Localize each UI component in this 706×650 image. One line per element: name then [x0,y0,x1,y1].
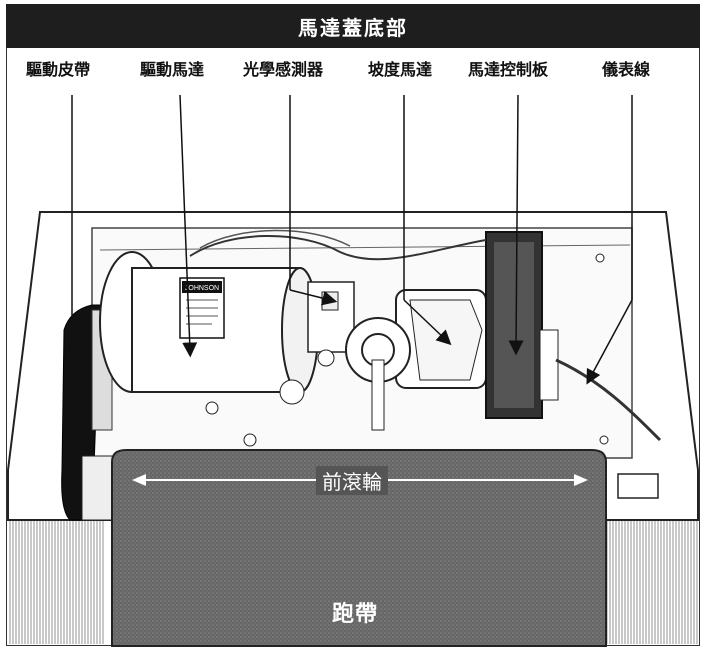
wire-harness [189,234,487,261]
component-labels: 驅動皮帶 驅動馬達 光學感測器 坡度馬達 馬達控制板 儀表線 [0,56,706,86]
diagram-title: 馬達蓋底部 [6,4,700,48]
running-belt [111,449,607,647]
motor-badge-text: JOHNSON [185,285,219,292]
label-console-cable: 儀表線 [602,60,651,79]
label-optical-sensor: 光學感測器 [243,60,324,79]
label-drive-belt: 驅動皮帶 [26,60,91,79]
drive-motor: JOHNSON [99,251,319,405]
side-rail-left [8,520,104,644]
label-incline-motor: 坡度馬達 [368,60,433,79]
leader-drive-motor [179,94,198,358]
label-motor-control-board: 馬達控制板 [468,60,549,79]
side-rail-right [606,520,698,644]
motor-control-board [485,231,559,419]
console-cable [555,358,662,442]
label-drive-motor: 驅動馬達 [140,60,205,79]
front-roller-axle [617,473,659,499]
leader-motor-control-board [508,94,524,356]
label-running-belt: 跑帶 [332,602,379,627]
label-front-roller: 前滾輪 [316,466,388,495]
